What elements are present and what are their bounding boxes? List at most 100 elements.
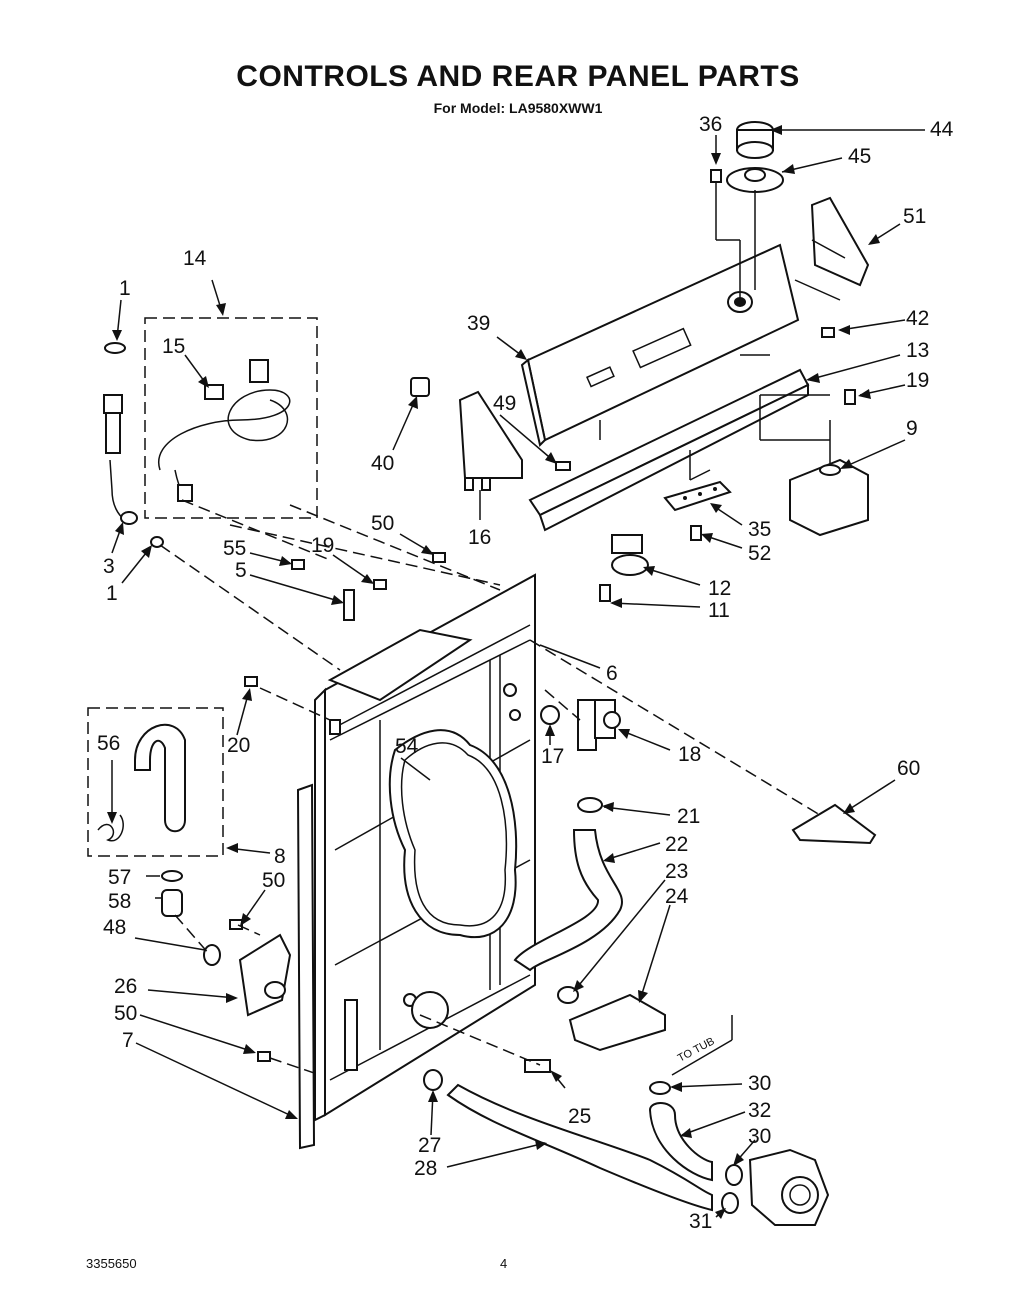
- callout-25: 25: [568, 1105, 591, 1128]
- bracket-60: [791, 803, 877, 845]
- callout-56: 56: [97, 732, 120, 755]
- power-cord: [157, 359, 291, 502]
- clamp-27: [423, 1069, 443, 1091]
- callout-40: 40: [371, 452, 394, 475]
- drain-hose: [97, 723, 186, 842]
- callout-11: 11: [708, 599, 730, 622]
- callout-30-top: 30: [748, 1072, 771, 1095]
- connector-58: [161, 889, 183, 917]
- screw-19-top: [844, 389, 856, 405]
- bracket-5: [343, 589, 355, 621]
- pump: [748, 1148, 830, 1226]
- callout-23: 23: [665, 860, 688, 883]
- dial: [726, 167, 784, 193]
- callout-5: 5: [235, 559, 247, 582]
- model-subtitle: For Model: LA9580XWW1: [433, 100, 603, 116]
- callout-6: 6: [606, 662, 618, 685]
- screw-19-mid: [373, 579, 387, 590]
- timer: [789, 420, 869, 537]
- callout-15: 15: [162, 335, 185, 358]
- console-bracket: [528, 368, 810, 532]
- clamp-57: [161, 870, 183, 882]
- callout-12: 12: [708, 577, 731, 600]
- callout-58: 58: [108, 890, 131, 913]
- callout-44: 44: [930, 118, 954, 141]
- screw-52: [690, 525, 702, 541]
- assembly-lines: [159, 190, 841, 1076]
- callout-16: 16: [468, 526, 491, 549]
- power-cord-kit-box: [144, 317, 318, 519]
- callout-51: 51: [903, 205, 926, 228]
- callout-19-mid: 19: [311, 534, 334, 557]
- screw-42: [821, 327, 835, 338]
- callout-1-top: 1: [119, 277, 131, 300]
- callout-54: 54: [395, 735, 419, 758]
- callout-57: 57: [108, 866, 131, 889]
- screw-55: [291, 559, 305, 570]
- inlet-washer-top: [104, 342, 126, 354]
- pressure-switch: [611, 534, 649, 576]
- inlet-fitting: [103, 394, 138, 525]
- callout-36: 36: [699, 113, 722, 136]
- console-panel: [520, 243, 800, 447]
- page-title: CONTROLS AND REAR PANEL PARTS: [236, 60, 800, 93]
- tub-hose-32: [648, 1102, 713, 1182]
- rear-panel: [314, 573, 536, 1122]
- callout-30-bottom: 30: [748, 1125, 771, 1148]
- screw-50-bottom: [257, 1051, 271, 1062]
- callout-1-bottom: 1: [106, 582, 118, 605]
- callout-45: 45: [848, 145, 871, 168]
- callout-39: 39: [467, 312, 490, 335]
- knob-40: [410, 377, 430, 397]
- callout-50-top: 50: [371, 512, 394, 535]
- callout-48: 48: [103, 916, 126, 939]
- callout-31: 31: [689, 1210, 712, 1233]
- callout-55: 55: [223, 537, 246, 560]
- to-tub-marker: TO TUB: [671, 1015, 733, 1076]
- switch-housing: [458, 390, 523, 491]
- callout-50-left: 50: [262, 869, 285, 892]
- callout-9: 9: [906, 417, 918, 440]
- callout-22: 22: [665, 833, 688, 856]
- switch-bracket: [810, 196, 870, 287]
- fill-hose: [513, 829, 623, 972]
- side-strip: [296, 783, 316, 1150]
- screw-11: [599, 584, 611, 602]
- screw-50-top: [432, 552, 446, 563]
- screw-20: [244, 676, 258, 687]
- callout-13: 13: [906, 339, 929, 362]
- callout-32: 32: [748, 1099, 771, 1122]
- callout-3: 3: [103, 555, 115, 578]
- knob: [736, 121, 774, 159]
- nut-17: [540, 705, 560, 725]
- callout-17: 17: [541, 745, 564, 768]
- callout-26: 26: [114, 975, 137, 998]
- inlet-washer-bottom: [150, 536, 164, 548]
- callout-20: 20: [227, 734, 250, 757]
- callout-49: 49: [493, 392, 516, 415]
- screw-49: [555, 461, 571, 471]
- callout-19-top: 19: [906, 369, 929, 392]
- clamp-21: [577, 797, 603, 813]
- screw-36: [710, 169, 722, 240]
- callout-24: 24: [665, 885, 689, 908]
- callout-52: 52: [748, 542, 771, 565]
- screw-50-left: [229, 919, 243, 930]
- leader-lines: [107, 125, 925, 1219]
- callout-numbers: 36 44 45 51 42 13 19 9 39 49 40 16 35 52…: [97, 113, 954, 1233]
- page-number: 4: [500, 1256, 508, 1271]
- drain-hose-kit-box: [87, 707, 224, 857]
- callout-35: 35: [748, 518, 771, 541]
- clamp-23: [557, 986, 579, 1004]
- callout-14: 14: [183, 247, 207, 270]
- water-valve: [577, 699, 621, 751]
- clamp-30-bottom: [725, 1164, 743, 1186]
- clip-25: [524, 1059, 551, 1073]
- hose-bracket: [238, 933, 292, 1017]
- callout-7: 7: [122, 1029, 134, 1052]
- mounting-bracket-24: [568, 993, 666, 1052]
- clamp-48: [203, 944, 221, 966]
- document-number: 3355650: [86, 1256, 137, 1271]
- callout-8: 8: [274, 845, 286, 868]
- callout-28: 28: [414, 1157, 437, 1180]
